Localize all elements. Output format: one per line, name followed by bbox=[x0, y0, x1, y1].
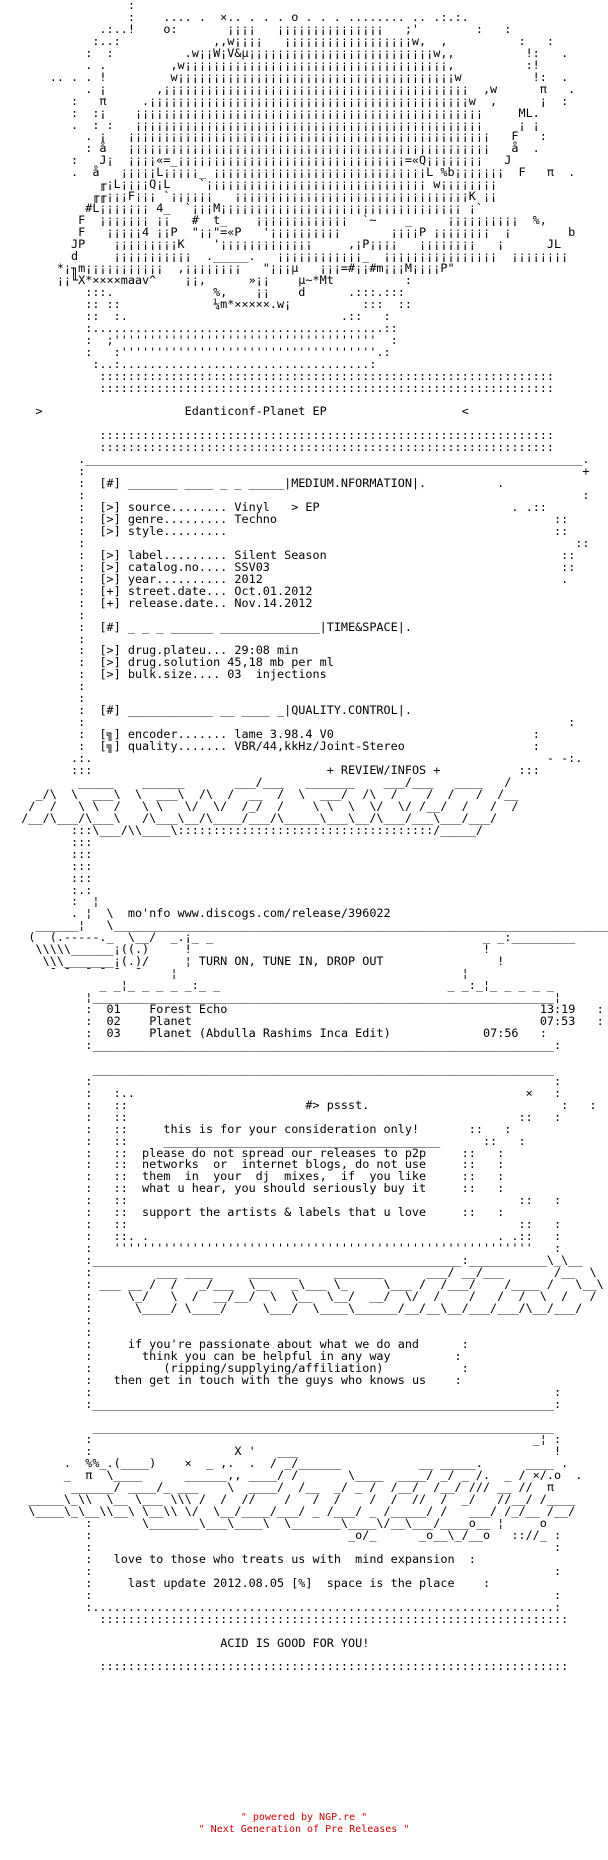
field-quality-label: [╗] quality....... bbox=[99, 739, 228, 754]
title-rule-bottom: ::::::::::::::::::::::::::::::::::::::::… bbox=[0, 428, 554, 443]
passionate-line-1: if you're passionate about what we do an… bbox=[127, 1336, 420, 1351]
field-year-label: [>] year.......... bbox=[99, 571, 228, 586]
field-drug-plateu-value: 29:08 min bbox=[234, 643, 299, 658]
field-source-label: [>] source........ bbox=[99, 500, 228, 515]
field-genre-label: [>] genre......... bbox=[99, 511, 228, 526]
title-bracket-right: < bbox=[461, 404, 469, 419]
track-1-time: 13:19 bbox=[539, 1002, 576, 1017]
field-drug-plateu-label: [>] drug.plateu... bbox=[99, 643, 228, 658]
notice-line-3: them in your dj mixes, if you like bbox=[142, 1169, 427, 1184]
field-release-date-label: [+] release.date.. bbox=[99, 595, 228, 610]
acid-line: ACID IS GOOD FOR YOU! bbox=[220, 1635, 370, 1650]
field-label-value: Silent Season bbox=[234, 547, 327, 562]
passionate-line-3: (ripping/supplying/affiliation) bbox=[163, 1360, 384, 1375]
info-header-medium: [#] _______ ____ _ _ _____|MEDIUM.NFORMA… bbox=[99, 476, 427, 491]
nfo-text: : : .... . ×.. . . . o . . . ........ ..… bbox=[0, 0, 608, 1674]
motto: TURN ON, TUNE IN, DROP OUT bbox=[198, 954, 384, 969]
review-art: _____ ______ ___/___ _______ ___/___ ___… bbox=[21, 774, 519, 837]
passionate-line-2: think you can be helpful in any way bbox=[142, 1348, 391, 1363]
title-rule-top: ::::::::::::::::::::::::::::::::::::::::… bbox=[0, 380, 554, 395]
field-label-label: [>] label......... bbox=[99, 547, 228, 562]
field-genre-value: Techno bbox=[234, 511, 278, 526]
info-header-quality: [#] ____________ __ ____ _|QUALITY.CONTR… bbox=[99, 703, 412, 718]
field-bulk-size-label: [>] bulk.size.... bbox=[99, 667, 221, 682]
field-street-date-label: [+] street.date... bbox=[99, 583, 228, 598]
title-rule-top: ::::::::::::::::::::::::::::::::::::::::… bbox=[0, 368, 554, 383]
title-bracket-left: > bbox=[35, 404, 43, 419]
tagline-line: " Next Generation of Pre Releases " bbox=[198, 1824, 410, 1835]
notice-line-6: support the artists & labels that u love bbox=[142, 1205, 427, 1220]
track-3-time: 07:56 bbox=[483, 1025, 519, 1040]
field-catalog-value: SSV03 bbox=[234, 559, 270, 574]
field-quality-value: VBR/44,kkHz/Joint-Stereo bbox=[234, 739, 405, 754]
track-3-title: Planet (Abdulla Rashims Inca Edit) bbox=[149, 1025, 391, 1040]
review-label: + REVIEW/INFOS + bbox=[326, 763, 441, 777]
passionate-line-4: then get in touch with the guys who know… bbox=[113, 1372, 427, 1387]
field-encoder-value: lame 3.98.4 V0 bbox=[234, 727, 334, 742]
field-drug-solution-label: [>] drug.solution bbox=[99, 655, 221, 670]
field-catalog-label: [>] catalog.no.... bbox=[99, 559, 228, 574]
field-year-value: 2012 bbox=[234, 571, 263, 586]
consideration-line: this is for your consideration only! bbox=[163, 1121, 420, 1136]
field-street-date-value: Oct.01.2012 bbox=[234, 583, 313, 598]
pssst-title: #> pssst. bbox=[305, 1097, 370, 1112]
field-release-date-value: Nov.14.2012 bbox=[234, 595, 313, 610]
field-drug-solution-value: 45,18 mb per ml bbox=[227, 655, 334, 670]
notice-line-4: what u hear, you should seriously buy it bbox=[142, 1181, 427, 1196]
track-1-num: 01 bbox=[106, 1002, 121, 1017]
release-title: Edanticonf-Planet EP bbox=[184, 404, 327, 419]
track-2-title: Planet bbox=[149, 1014, 192, 1029]
field-encoder-label: [╗] encoder....... bbox=[99, 727, 228, 742]
track-2-time: 07:53 bbox=[539, 1014, 576, 1029]
title-rule-bottom: ::::::::::::::::::::::::::::::::::::::::… bbox=[0, 440, 554, 455]
field-bulk-size-value: 03 injections bbox=[227, 667, 327, 682]
love-line: love to those who treats us with mind ex… bbox=[113, 1551, 455, 1566]
track-3-num: 03 bbox=[106, 1025, 121, 1040]
info-header-time: [#] _ _ _ ______ ______________|TIME&SPA… bbox=[99, 619, 412, 634]
footer: " powered by NGP.re " " Next Generation … bbox=[0, 1812, 608, 1836]
notice-line-2: networks or internet blogs, do not use bbox=[142, 1157, 427, 1172]
field-source-value: Vinyl > EP bbox=[234, 500, 320, 515]
field-style-label: [>] style......... bbox=[99, 523, 228, 538]
track-2-num: 02 bbox=[106, 1014, 121, 1029]
notice-line-1: please do not spread our releases to p2p bbox=[142, 1145, 427, 1160]
header-art: : : .... . ×.. . . . o . . . ........ ..… bbox=[49, 0, 576, 371]
track-1-title: Forest Echo bbox=[149, 1002, 228, 1017]
moinfo-link: mo'nfo www.discogs.com/release/396022 bbox=[127, 906, 391, 921]
powered-by-line: " powered by NGP.re " bbox=[240, 1812, 368, 1823]
update-line: last update 2012.08.05 [%] space is the … bbox=[127, 1575, 455, 1590]
